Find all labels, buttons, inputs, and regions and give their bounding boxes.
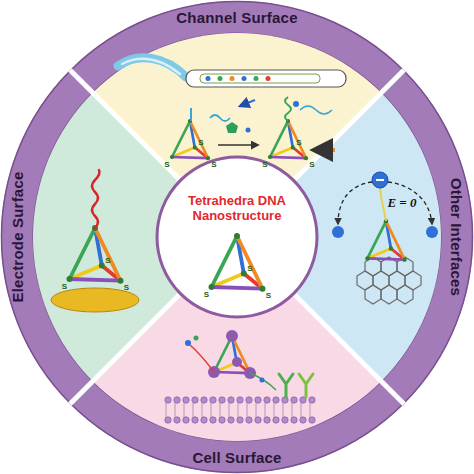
thiol-label: S	[262, 160, 267, 169]
thiol-label: S	[105, 256, 110, 265]
flow-swirl	[118, 58, 186, 77]
thiol-label: S	[62, 282, 67, 291]
released-strand	[300, 106, 332, 114]
node-text: Tetrahedra DNA Nanostructure	[181, 193, 293, 223]
ring-edge	[33, 33, 441, 441]
aptamer-strand	[210, 115, 230, 121]
tetrahedron	[170, 119, 210, 160]
tetrahedron	[365, 219, 407, 262]
ring-band-label: Electrode Surface	[4, 127, 30, 347]
electron	[332, 226, 344, 238]
transfer-path	[338, 182, 372, 224]
probe-strand	[92, 170, 100, 228]
thiol-label: S	[164, 160, 169, 169]
reaction-arrow	[218, 144, 258, 146]
tether-strand	[380, 186, 386, 221]
tetrahedron	[268, 119, 308, 160]
probe-strand	[190, 108, 192, 121]
node-text: Electrode Surface	[9, 172, 26, 303]
membrane	[165, 397, 315, 423]
binding-strand	[250, 373, 276, 390]
center-disc	[157, 157, 317, 317]
ring-band-label: Other Interfaces	[444, 127, 470, 347]
thiol-label: S	[204, 290, 209, 299]
flow-swirl	[122, 59, 180, 74]
target-dot	[246, 128, 251, 133]
ring-band-label: Cell Surface	[127, 444, 347, 470]
folded-strand	[285, 97, 291, 121]
thiol-label: S	[266, 290, 271, 299]
gold-electrode	[51, 288, 139, 312]
thiol-label: S	[198, 138, 203, 147]
center-circle: Tetrahedra DNA Nanostructure	[157, 157, 317, 317]
thiol-label: S	[211, 160, 216, 169]
signal-arrow	[314, 148, 335, 152]
thiol-label: S	[247, 264, 252, 273]
electron	[426, 226, 438, 238]
ion-arrow	[240, 100, 255, 106]
node-text: Cell Surface	[192, 449, 281, 466]
vertex-sphere	[208, 330, 256, 379]
target-molecule	[226, 122, 238, 133]
divider	[70, 70, 404, 404]
thiol-label: S	[309, 160, 314, 169]
tetrahedron	[67, 225, 124, 284]
thiol-label: S	[296, 138, 301, 147]
ring-band-label: Channel Surface	[127, 4, 347, 30]
aptamer-strand	[190, 345, 214, 372]
divider	[70, 70, 404, 404]
interface-illustration	[357, 257, 421, 304]
channel-illustration	[118, 58, 346, 161]
tetrahedron	[209, 233, 266, 292]
minus-sign	[376, 179, 384, 181]
nanochannel	[186, 70, 346, 87]
outer-ring	[17, 17, 457, 457]
thiol-label: S	[124, 282, 129, 291]
transfer-path	[388, 182, 432, 224]
field-label: E = 0	[387, 195, 416, 211]
node-text: Other Interfaces	[449, 178, 466, 296]
channel-lining	[200, 74, 320, 83]
electron	[372, 172, 388, 188]
node-text: Channel Surface	[176, 9, 297, 26]
antibody	[279, 374, 313, 397]
